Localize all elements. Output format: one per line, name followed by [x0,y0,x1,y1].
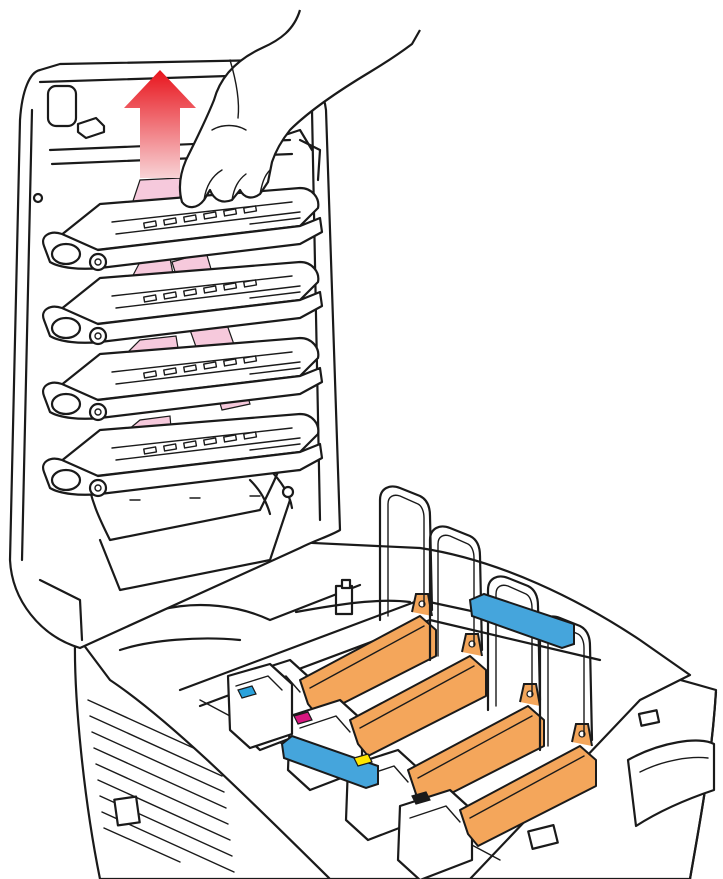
toner-cartridge-2 [349,633,487,757]
color-marker-1 [237,685,257,699]
interior-sensor [334,584,354,616]
drum-unit-cyan [226,662,294,750]
color-position-markers [237,685,431,805]
color-marker-2 [293,711,313,725]
image-drum-2 [42,260,324,346]
image-drum-stack [42,186,324,498]
image-drum-3 [42,336,324,422]
toner-cartridge-4 [459,723,597,847]
lock-lever-front [280,734,379,790]
drum-unit-4 [396,615,597,879]
toner-cartridge-3 [407,683,545,807]
power-switch [113,795,141,827]
color-marker-3 [353,753,373,767]
toner-cartridge-1 [299,593,437,717]
lock-lever-rear [468,592,575,650]
hand [178,9,421,209]
cover-hinge-left [46,84,78,128]
lift-direction-arrow [124,70,196,178]
image-drum-1 [42,186,324,272]
cover-tab [76,116,106,140]
lock-levers [280,592,575,790]
image-drum-4 [42,412,324,498]
base-drum-units [226,485,597,879]
cover-latch [637,709,661,727]
side-handle [626,739,716,828]
color-marker-4 [411,791,431,805]
